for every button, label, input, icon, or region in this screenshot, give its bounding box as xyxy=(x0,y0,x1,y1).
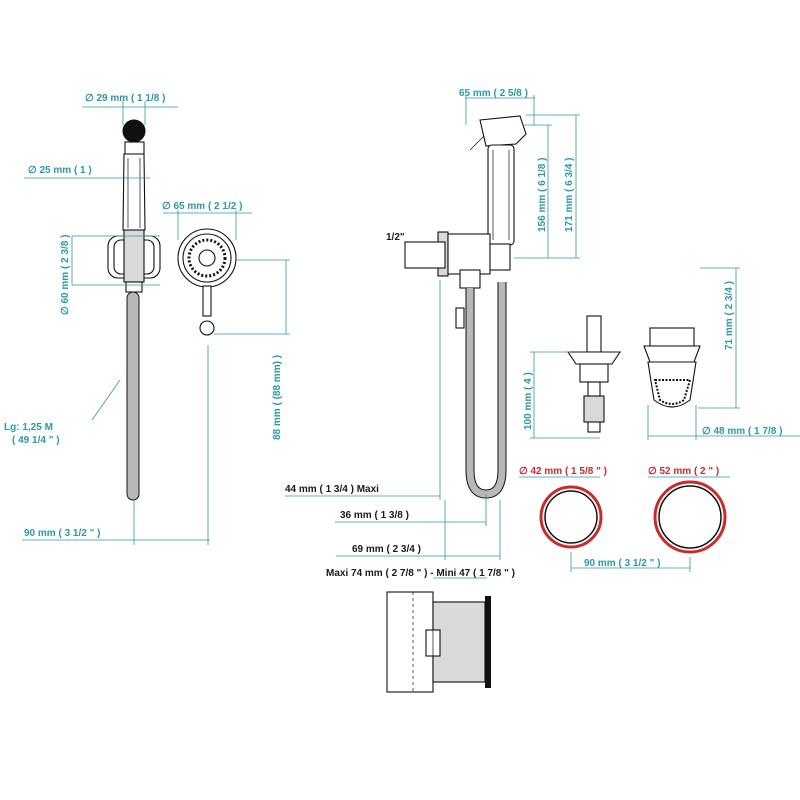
left-dimensions: ∅ 29 mm ( 1 1/8 ) ∅ 25 mm ( 1 ) ∅ 60 mm … xyxy=(4,93,210,545)
holder-front-view xyxy=(177,228,237,336)
hand-diameter-label: ∅ 29 mm ( 1 1/8 ) xyxy=(85,93,165,104)
height-156-label: 156 mm ( 6 1/8 ) xyxy=(537,158,548,232)
width-90-right-label: 90 mm ( 3 1/2 " ) xyxy=(584,558,660,569)
thread-size-label: 1/2" xyxy=(386,232,405,243)
cutout-52-label: ∅ 52 mm ( 2 " ) xyxy=(648,466,719,477)
cutout-dimensions: ∅ 42 mm ( 1 5/8 " ) ∅ 52 mm ( 2 " ) 90 m… xyxy=(519,466,730,572)
top-65-label: 65 mm ( 2 5/8 ) xyxy=(459,88,528,99)
depth-44-label: 44 mm ( 1 3/4 ) Maxi xyxy=(285,484,379,495)
maxi-mini-label: Maxi 74 mm ( 2 7/8 " ) - Mini 47 ( 1 7/8… xyxy=(326,568,515,579)
flange-diameter-label: ∅ 60 mm ( 2 3/8 ) xyxy=(60,235,71,315)
cutout-circles xyxy=(539,480,727,554)
width-90-left-label: 90 mm ( 3 1/2 " ) xyxy=(24,528,100,539)
diameter-48-label: ∅ 48 mm ( 1 7/8 ) xyxy=(702,426,782,437)
hose-length-inches: ( 49 1/4 " ) xyxy=(12,435,60,446)
height-171-label: 171 mm ( 6 3/4 ) xyxy=(564,158,575,232)
center-side-view xyxy=(404,115,527,499)
valve-cross-section xyxy=(386,591,491,693)
holder-dimensions: ∅ 65 mm ( 2 1/2 ) 88 mm ( (88 mm) ) xyxy=(162,201,290,440)
height-88-label: 88 mm ( (88 mm) ) xyxy=(272,355,283,440)
height-71-label: 71 mm ( 2 3/4 ) xyxy=(724,281,735,350)
valve-side-view xyxy=(566,315,622,433)
depth-36-label: 36 mm ( 1 3/8 ) xyxy=(340,510,409,521)
holder-diameter-label: ∅ 65 mm ( 2 1/2 ) xyxy=(162,201,242,212)
hose-diameter-label: ∅ 25 mm ( 1 ) xyxy=(28,165,92,176)
cutout-42-label: ∅ 42 mm ( 1 5/8 " ) xyxy=(519,466,607,477)
height-100-label: 100 mm ( 4 ) xyxy=(523,372,534,430)
hose-length-label: Lg: 1,25 M xyxy=(4,422,53,433)
valve-front-view xyxy=(643,327,701,408)
center-dimensions: 65 mm ( 2 5/8 ) 156 mm ( 6 1/8 ) 171 mm … xyxy=(285,88,580,579)
hand-shower-side-view xyxy=(107,119,161,501)
valve-dimensions: 71 mm ( 2 3/4 ) 100 mm ( 4 ) ∅ 48 mm ( 1… xyxy=(523,267,800,440)
depth-69-label: 69 mm ( 2 3/4 ) xyxy=(352,544,421,555)
